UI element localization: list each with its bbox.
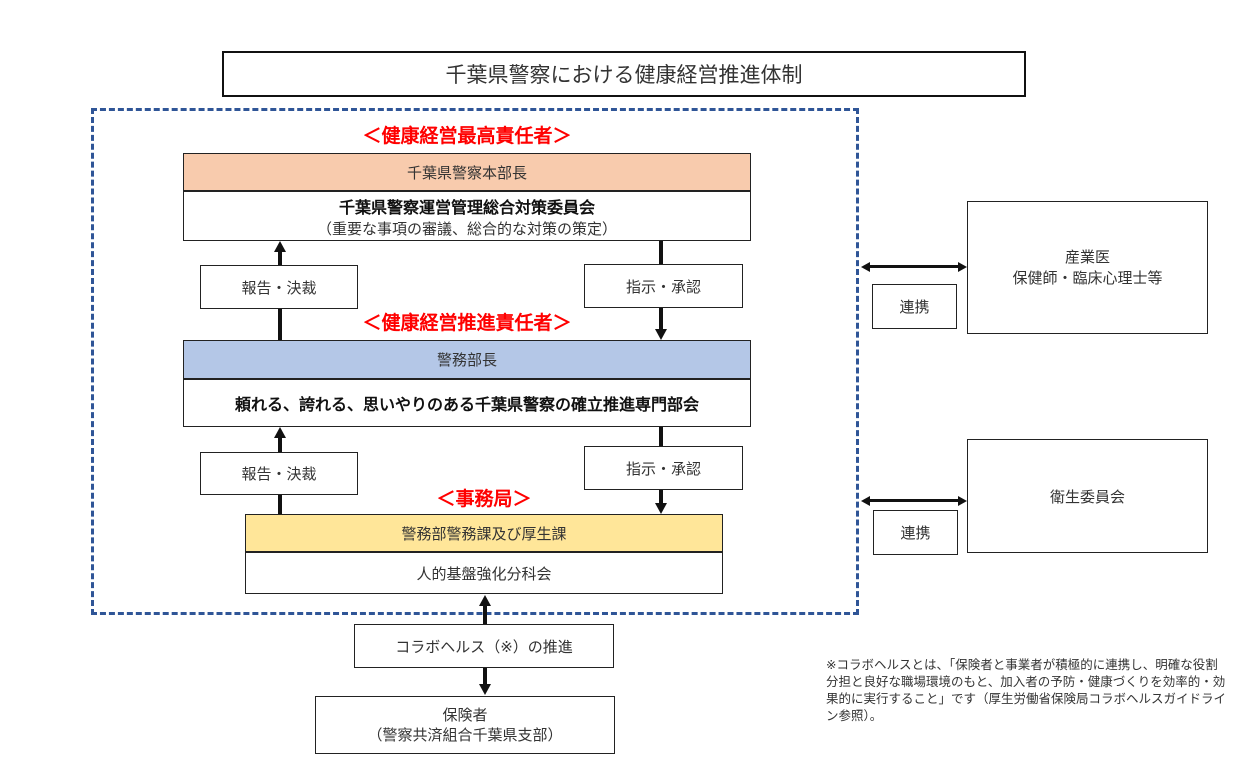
report-upper-line-bottom	[278, 308, 282, 340]
instruction-approval-box-lower: 指示・承認	[584, 446, 743, 490]
arrow-right-icon	[958, 262, 967, 272]
promoter-committee-name: 頼れる、誇れる、思いやりのある千葉県警察の確立推進専門部会	[234, 395, 699, 414]
diagram-title: 千葉県警察における健康経営推進体制	[222, 51, 1026, 97]
secretariat-header: 警務部警務課及び厚生課	[246, 515, 722, 553]
instruct-upper-line-bottom	[659, 307, 663, 329]
organization-boundary	[91, 108, 859, 615]
report-approval-box-upper: 報告・決裁	[200, 265, 358, 309]
promoter-role-label: ＜健康経営推進責任者＞	[362, 312, 572, 334]
collab-health-box: コラボヘルス（※）の推進	[354, 624, 614, 668]
collab-line-bottom	[483, 668, 487, 685]
chief-committee-name: 千葉県警察運営管理総合対策委員会	[338, 197, 595, 217]
instruct-lower-line-bottom	[659, 489, 663, 503]
arrow-left-icon	[861, 496, 870, 506]
secretariat-subcommittee: 人的基盤強化分科会	[416, 564, 552, 583]
chief-box: 千葉県警察本部長 千葉県警察運営管理総合対策委員会 （重要な事項の審議、総合的な…	[183, 153, 751, 241]
report-lower-line-bottom	[278, 494, 282, 514]
instruct-lower-line-top	[659, 427, 663, 446]
arrow-down-icon	[655, 503, 667, 514]
arrow-up-icon	[274, 241, 286, 252]
arrow-up-icon	[479, 595, 491, 606]
promoter-header: 警務部長	[184, 341, 750, 380]
report-lower-line-top	[278, 438, 282, 452]
insurer-name: 保険者	[442, 706, 488, 724]
promoter-body: 頼れる、誇れる、思いやりのある千葉県警察の確立推進専門部会	[184, 380, 750, 426]
arrow-right-icon	[958, 496, 967, 506]
collab-line-top	[483, 604, 487, 624]
secretariat-role-label: ＜事務局＞	[436, 488, 532, 510]
chief-header: 千葉県警察本部長	[184, 154, 750, 192]
medical-link-line	[868, 265, 959, 268]
chief-role-label: ＜健康経営最高責任者＞	[362, 125, 572, 147]
insurer-branch: （警察共済組合千葉県支部）	[367, 726, 563, 744]
arrow-left-icon	[861, 262, 870, 272]
arrow-down-icon	[655, 329, 667, 340]
health-committee-box: 衛生委員会	[967, 439, 1208, 553]
promoter-box: 警務部長 頼れる、誇れる、思いやりのある千葉県警察の確立推進専門部会	[183, 340, 751, 427]
report-approval-box-lower: 報告・決裁	[200, 452, 358, 495]
chief-body: 千葉県警察運営管理総合対策委員会 （重要な事項の審議、総合的な対策の策定）	[184, 192, 750, 240]
report-upper-line-top	[278, 252, 282, 265]
instruct-upper-line-top	[659, 241, 663, 264]
occupational-physician: 産業医	[1064, 247, 1110, 266]
arrow-up-icon	[274, 427, 286, 438]
arrow-down-icon	[479, 684, 491, 695]
chief-committee-desc: （重要な事項の審議、総合的な対策の策定）	[316, 219, 617, 238]
medical-link-label-box: 連携	[872, 284, 957, 329]
insurer-box: 保険者 （警察共済組合千葉県支部）	[315, 696, 615, 754]
secretariat-body: 人的基盤強化分科会	[246, 553, 722, 593]
health-staff: 保健師・臨床心理士等	[1012, 268, 1163, 287]
collab-health-footnote: ※コラボヘルスとは、「保険者と事業者が積極的に連携し、明確な役割分担と良好な職場…	[826, 657, 1227, 723]
occupational-health-box: 産業医 保健師・臨床心理士等	[967, 201, 1208, 334]
committee-link-label-box: 連携	[873, 510, 958, 555]
secretariat-box: 警務部警務課及び厚生課 人的基盤強化分科会	[245, 514, 723, 594]
committee-link-line	[868, 499, 959, 502]
instruction-approval-box-upper: 指示・承認	[584, 264, 743, 308]
